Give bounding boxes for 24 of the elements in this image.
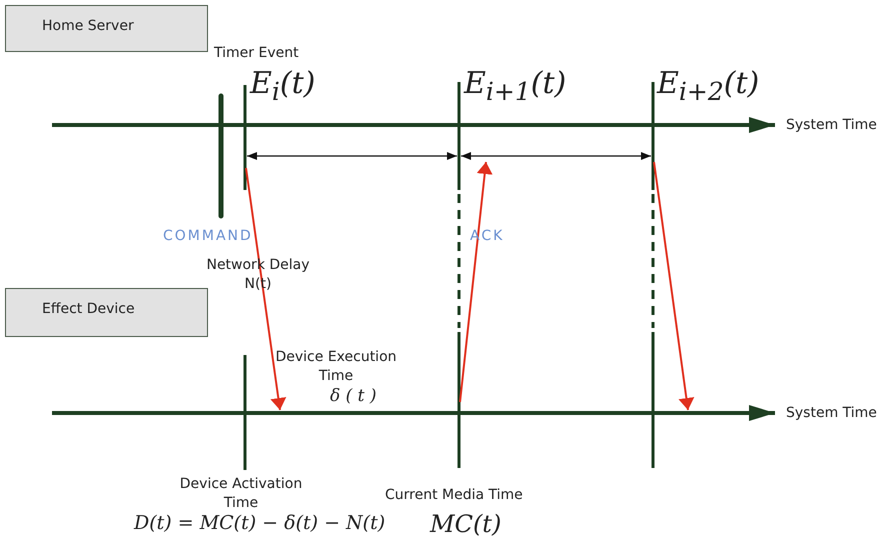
event-line [244,85,246,190]
media-time-formula: MC(t) [430,510,502,538]
axis-label: System Time [786,404,877,423]
message-arrow [245,168,286,410]
message-arrow [459,162,493,402]
lane-label-box: Effect Device [5,288,208,337]
event-time-formula: E$_{i+2}$(t) [657,66,760,106]
event-time-formula: E$_{i+1}$(t) [464,66,566,106]
event-line [458,82,460,468]
axis-label: System Time [786,116,877,135]
delay-formula: δ ( t ) [330,386,377,406]
activation-time-label: Device Activation Time [178,475,304,513]
event-time-formula: E$_{i}$(t) [250,66,316,106]
activation-formula: D(t) = MC(t) − δ(t) − N(t) [134,512,386,534]
event-label: Timer Event [214,44,299,63]
execution-time-label: Device Execution Time [274,348,398,386]
lane-label-box: Home Server [5,5,208,52]
interval-arrow [247,152,457,160]
interval-arrow [461,152,651,160]
event-line [652,82,654,468]
media-time-label: Current Media Time [385,486,523,505]
event-line [244,355,246,470]
message-arrow [653,162,694,410]
message-label: COMMAND [163,227,253,246]
